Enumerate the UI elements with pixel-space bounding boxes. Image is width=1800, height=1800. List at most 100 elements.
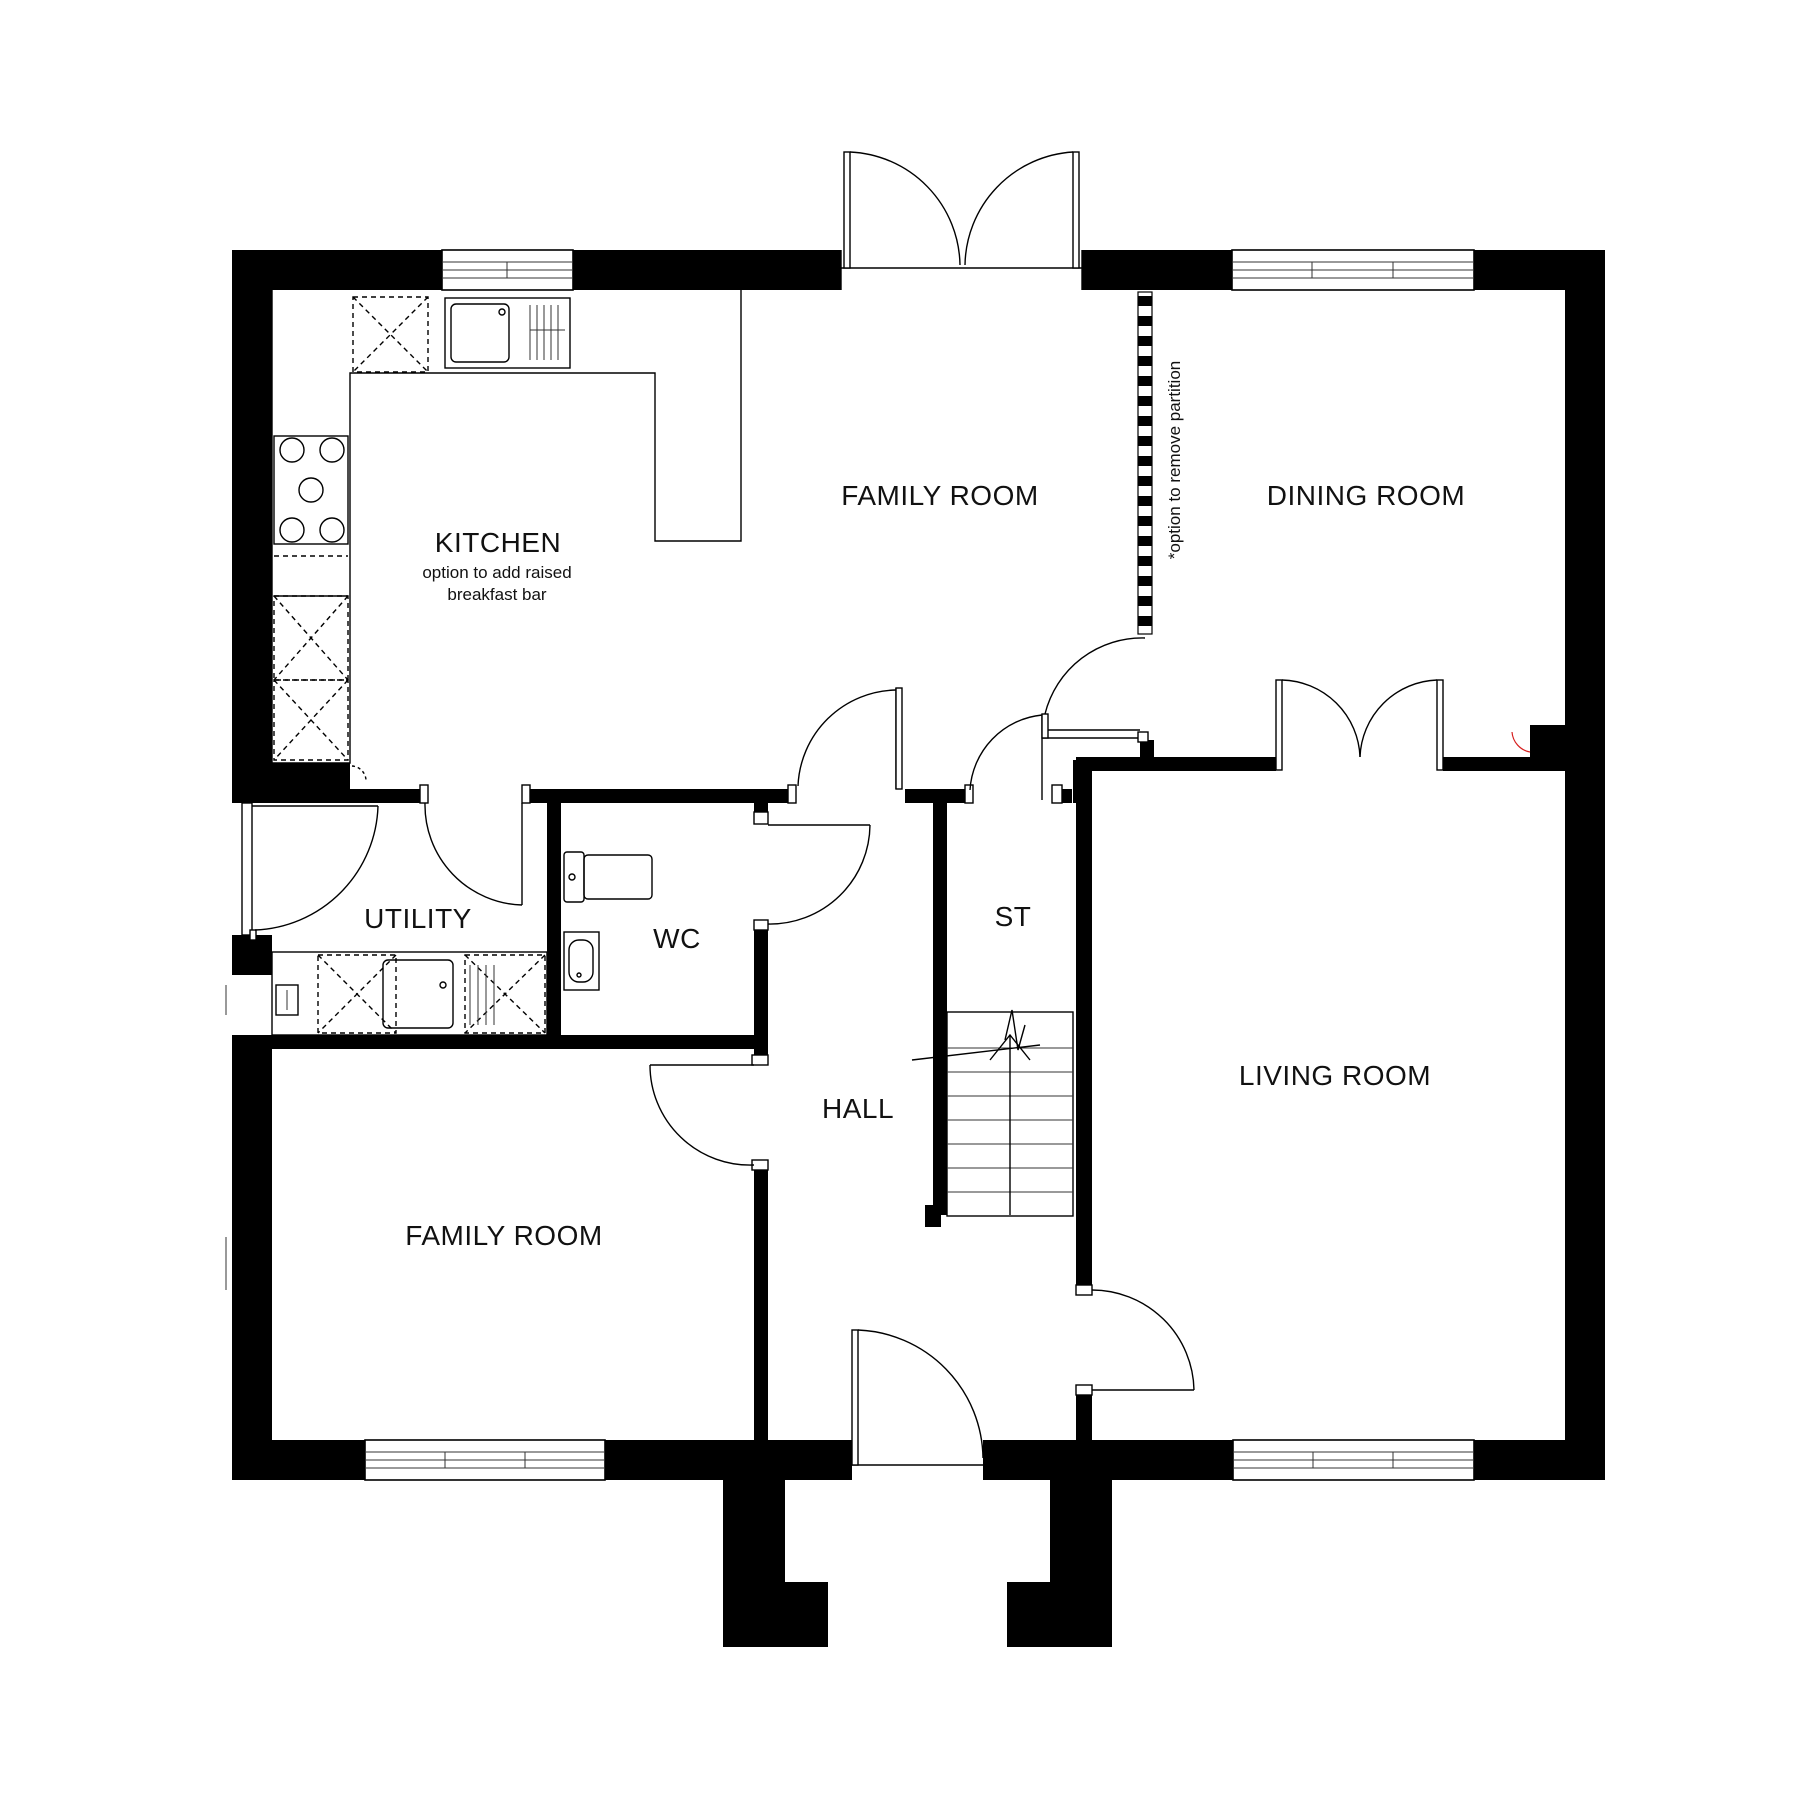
hall-north-wall bbox=[905, 789, 965, 803]
external-walls bbox=[232, 250, 1605, 1647]
internal-walls bbox=[232, 725, 1605, 1440]
kitchen-appliance-boxes-left bbox=[273, 555, 349, 761]
store-door bbox=[964, 714, 1063, 804]
kitchen-hob bbox=[273, 435, 349, 545]
dining-living-double-doors bbox=[1275, 679, 1444, 771]
living-west-wall bbox=[1076, 770, 1092, 1290]
partition-dash bbox=[1138, 376, 1152, 386]
top-wall-right-a bbox=[1082, 250, 1232, 290]
partition-dash bbox=[1138, 336, 1152, 346]
doors bbox=[241, 151, 1531, 1466]
label-kitchen: KITCHEN bbox=[435, 527, 561, 558]
utility-worktop bbox=[271, 951, 548, 1036]
utility-external-door bbox=[241, 802, 379, 941]
kitchen-sink bbox=[444, 297, 571, 369]
wc-east-wall-lower bbox=[754, 925, 768, 1049]
kitchen-corner-dashed-arc bbox=[351, 765, 367, 783]
label-family-room-top: FAMILY ROOM bbox=[841, 480, 1038, 511]
stair-break-zigzag bbox=[1004, 1009, 1026, 1051]
top-wall-mid bbox=[573, 250, 841, 290]
store-west-wall bbox=[933, 803, 947, 1215]
label-kitchen-note-2: breakfast bar bbox=[447, 585, 547, 604]
family-room-door bbox=[649, 1054, 769, 1171]
partition-dash bbox=[1138, 396, 1152, 406]
partition-dash bbox=[1138, 536, 1152, 546]
label-wc: WC bbox=[653, 923, 701, 954]
living-room-door bbox=[1075, 1284, 1195, 1396]
utility-sink bbox=[382, 959, 454, 1029]
dining-room-door bbox=[1041, 637, 1149, 743]
dining-corner-marker bbox=[1511, 731, 1531, 753]
utility-appliance-right bbox=[464, 954, 546, 1034]
label-store: ST bbox=[995, 901, 1032, 932]
living-west-wall-lower bbox=[1076, 1395, 1092, 1440]
kitchen-south-wall-right bbox=[528, 789, 788, 803]
windows bbox=[225, 249, 1475, 1481]
partition-dash bbox=[1138, 516, 1152, 526]
label-hall: HALL bbox=[822, 1093, 894, 1124]
dining-corner-block bbox=[1530, 725, 1605, 771]
stair-arrow-head bbox=[989, 1033, 1031, 1061]
utility-south-wall bbox=[272, 1035, 761, 1049]
wc-door bbox=[753, 811, 871, 931]
kitchen-south-wall-stub bbox=[350, 789, 420, 803]
partition-dash bbox=[1138, 436, 1152, 446]
label-dining-room: DINING ROOM bbox=[1267, 480, 1465, 511]
partition-dashes bbox=[1138, 296, 1152, 626]
label-living-room: LIVING ROOM bbox=[1239, 1060, 1431, 1091]
bottom-wall-mid bbox=[983, 1440, 1233, 1480]
kitchen-utility-door bbox=[419, 784, 531, 906]
partition-dash bbox=[1138, 576, 1152, 586]
partition-dash bbox=[1138, 296, 1152, 306]
wc-basin bbox=[563, 931, 600, 991]
right-wall bbox=[1565, 250, 1605, 1480]
kitchen-worktop bbox=[271, 290, 742, 764]
optional-partition bbox=[1137, 291, 1153, 635]
utility-wc-partition bbox=[547, 789, 561, 1039]
partition-dash bbox=[1138, 416, 1152, 426]
wc-toilet bbox=[563, 851, 653, 903]
label-family-room-bottom: FAMILY ROOM bbox=[405, 1220, 602, 1251]
kitchen-appliance-box-top bbox=[352, 296, 429, 373]
partition-dash bbox=[1138, 616, 1152, 626]
window-kitchen bbox=[441, 249, 574, 291]
stair-break-line bbox=[911, 1044, 1041, 1061]
stair-newel-post bbox=[925, 1205, 941, 1227]
utility-boiler bbox=[275, 984, 299, 1016]
partition-dash bbox=[1138, 556, 1152, 566]
utility-fittings bbox=[271, 951, 548, 1036]
partition-dash bbox=[1138, 596, 1152, 606]
bottom-wall-left-b bbox=[605, 1440, 852, 1480]
label-partition-note: *option to remove partition bbox=[1165, 361, 1184, 559]
label-utility: UTILITY bbox=[364, 903, 472, 934]
partition-dash bbox=[1138, 496, 1152, 506]
window-living-room bbox=[1232, 1439, 1475, 1481]
french-doors-family-room bbox=[840, 151, 1083, 290]
left-wall-lower bbox=[232, 1035, 272, 1480]
bottom-wall-left-a bbox=[232, 1440, 365, 1480]
left-wall-upper bbox=[232, 250, 272, 803]
family-east-wall bbox=[754, 1170, 768, 1440]
labels: KITCHEN option to add raised breakfast b… bbox=[364, 361, 1465, 1251]
porch-pier-right bbox=[1007, 1480, 1112, 1647]
kitchen-south-wall-left bbox=[232, 763, 350, 803]
porch-pier-left bbox=[723, 1480, 828, 1647]
partition-dash bbox=[1138, 456, 1152, 466]
partition-dash bbox=[1138, 356, 1152, 366]
front-door bbox=[851, 1329, 984, 1466]
dining-door-stub bbox=[1140, 740, 1154, 770]
staircase bbox=[911, 1009, 1074, 1227]
dining-living-wall-left bbox=[1076, 757, 1276, 771]
hall-kitchen-door bbox=[787, 687, 903, 804]
partition-dash bbox=[1138, 316, 1152, 326]
kitchen-fittings bbox=[271, 290, 742, 783]
window-family-room bbox=[364, 1439, 606, 1481]
wc-fittings bbox=[563, 851, 653, 991]
bottom-wall-right bbox=[1474, 1440, 1605, 1480]
label-kitchen-note-1: option to add raised bbox=[422, 563, 571, 582]
stair-outline bbox=[946, 1011, 1074, 1217]
window-dining bbox=[1231, 249, 1475, 291]
utility-appliance-left bbox=[317, 954, 397, 1034]
partition-dash bbox=[1138, 476, 1152, 486]
